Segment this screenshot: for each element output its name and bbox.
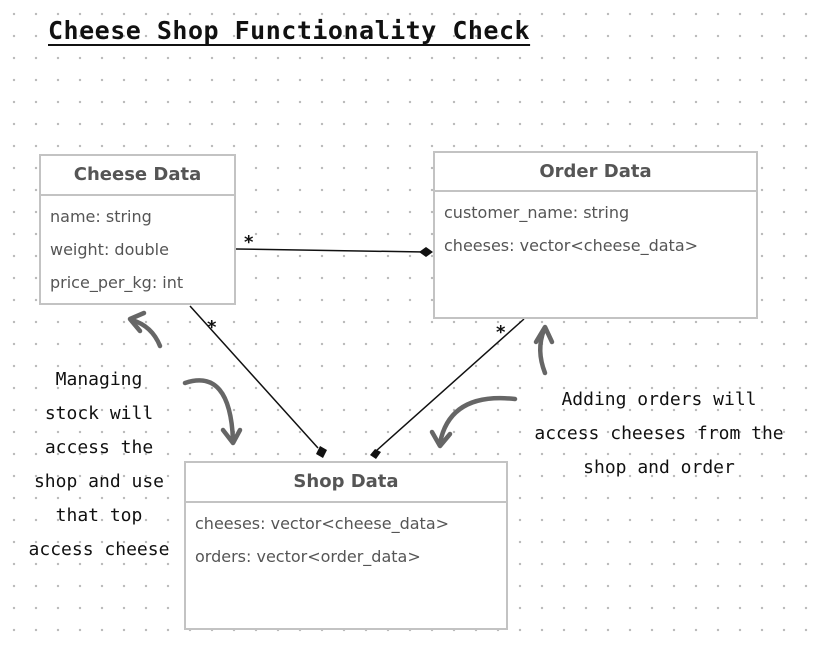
multiplicity-order-shop: * <box>496 322 506 343</box>
class-box-cheese-data: Cheese Data name: string weight: double … <box>39 154 236 305</box>
aggregation-diamond-shop-left <box>316 446 327 458</box>
attribute-row: orders: vector<order_data> <box>195 547 421 566</box>
curved-arrow-head-cheese <box>127 310 147 334</box>
note-line: shop and order <box>583 457 735 478</box>
note-line: access cheese <box>28 539 170 560</box>
note-line: access cheeses from the <box>534 423 784 444</box>
class-name-shop-data: Shop Data <box>186 463 506 503</box>
note-line: that top <box>55 505 143 526</box>
note-adding-orders: Adding orders will access cheeses from t… <box>514 383 804 485</box>
multiplicity-cheese-order: * <box>244 232 254 253</box>
note-line: shop and use <box>33 471 165 492</box>
curved-arrow-head-shop-right <box>429 429 453 449</box>
aggregation-diamond-order <box>419 247 433 257</box>
attribute-row: cheeses: vector<cheese_data> <box>444 236 699 255</box>
association-cheese-order <box>235 248 426 253</box>
association-cheese-shop <box>189 305 319 449</box>
note-managing-stock: Managing stock will access the shop and … <box>14 363 184 567</box>
class-box-shop-data: Shop Data cheeses: vector<cheese_data> o… <box>184 461 508 630</box>
attribute-row: customer_name: string <box>444 203 630 222</box>
curved-arrow-to-cheese <box>129 317 163 349</box>
note-line: Adding orders will <box>561 389 757 410</box>
attribute-row: price_per_kg: int <box>50 273 184 292</box>
aggregation-diamond-shop-right <box>370 449 381 459</box>
multiplicity-cheese-shop: * <box>207 317 217 338</box>
note-line: Managing <box>55 369 143 390</box>
class-name-cheese-data: Cheese Data <box>41 156 234 196</box>
attribute-row: weight: double <box>50 240 169 259</box>
curved-arrow-head-order <box>533 324 555 345</box>
curved-arrow-to-shop-left <box>182 378 236 443</box>
attribute-row: cheeses: vector<cheese_data> <box>195 514 450 533</box>
class-box-order-data: Order Data customer_name: string cheeses… <box>433 151 758 319</box>
diagram-title: Cheese Shop Functionality Check <box>48 16 531 45</box>
curved-arrow-to-shop-right <box>437 395 518 446</box>
note-line: stock will <box>44 403 154 424</box>
attribute-row: name: string <box>50 207 152 226</box>
note-line: access the <box>44 437 154 458</box>
class-name-order-data: Order Data <box>435 153 756 192</box>
association-order-shop <box>375 318 525 452</box>
curved-arrow-head-shop-left <box>220 427 243 446</box>
